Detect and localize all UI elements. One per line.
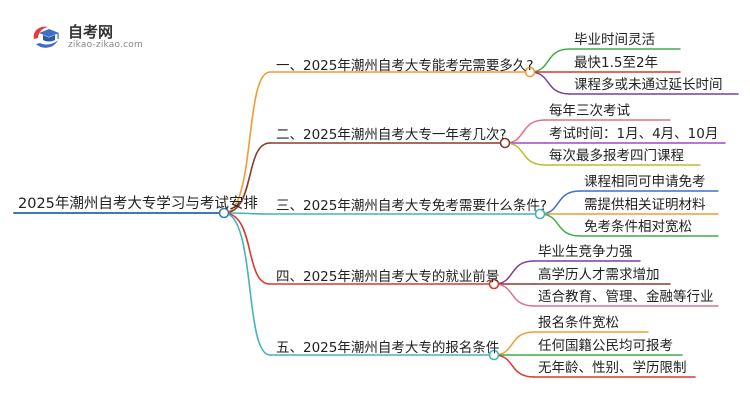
branch-5-child-2[interactable]: 任何国籍公民均可报考 bbox=[538, 338, 673, 354]
root-collapse-toggle[interactable] bbox=[218, 207, 230, 219]
branch-4-child-2[interactable]: 高学历人才需求增加 bbox=[538, 267, 660, 283]
branch-3-child-1[interactable]: 课程相同可申请免考 bbox=[584, 174, 706, 190]
branch-1-child-3[interactable]: 课程多或未通过延长时间 bbox=[574, 77, 723, 93]
branch-connector bbox=[223, 212, 271, 356]
child-connector bbox=[493, 354, 535, 378]
logo-name: 自考网 bbox=[68, 23, 114, 41]
branch-node-1[interactable]: 一、2025年潮州自考大专能考完需要多久? bbox=[276, 58, 534, 74]
child-connector bbox=[539, 213, 581, 237]
child-connector bbox=[504, 142, 546, 166]
branch-2-child-1[interactable]: 每年三次考试 bbox=[549, 103, 630, 119]
graduation-cap-icon bbox=[33, 26, 59, 48]
child-connector bbox=[493, 283, 535, 307]
branch-node-3[interactable]: 三、2025年潮州自考大专免考需要什么条件? bbox=[276, 198, 548, 214]
branch-5-child-1[interactable]: 报名条件宽松 bbox=[538, 315, 619, 331]
branch-5-child-3[interactable]: 无年龄、性别、学历限制 bbox=[538, 360, 687, 376]
branch-1-collapse-toggle[interactable] bbox=[524, 66, 536, 78]
branch-connector bbox=[223, 142, 271, 214]
site-logo[interactable]: 自考网 zikao-zikao.com bbox=[30, 22, 190, 52]
child-connector bbox=[493, 331, 535, 356]
branch-5-collapse-toggle[interactable] bbox=[488, 349, 500, 361]
branch-node-5[interactable]: 五、2025年潮州自考大专的报名条件 bbox=[276, 340, 500, 356]
branch-2-child-2[interactable]: 考试时间：1月、4月、10月 bbox=[549, 126, 719, 142]
branch-3-child-3[interactable]: 免考条件相对宽松 bbox=[584, 219, 692, 235]
branch-3-collapse-toggle[interactable] bbox=[534, 208, 546, 220]
branch-connector bbox=[223, 212, 271, 215]
branch-4-collapse-toggle[interactable] bbox=[488, 278, 500, 290]
branch-node-4[interactable]: 四、2025年潮州自考大专的就业前景 bbox=[276, 269, 500, 285]
child-connector bbox=[529, 71, 571, 95]
branch-2-collapse-toggle[interactable] bbox=[499, 137, 511, 149]
branch-3-child-2[interactable]: 需提供相关证明材料 bbox=[584, 197, 706, 213]
child-connector bbox=[529, 48, 571, 73]
branch-node-2[interactable]: 二、2025年潮州自考大专一年考几次? bbox=[276, 127, 507, 143]
branch-connector bbox=[223, 71, 271, 214]
branch-2-child-3[interactable]: 每次最多报考四门课程 bbox=[549, 148, 684, 164]
logo-url: zikao-zikao.com bbox=[68, 40, 143, 50]
child-connector bbox=[504, 119, 546, 144]
branch-connector bbox=[223, 212, 271, 285]
branch-1-child-1[interactable]: 毕业时间灵活 bbox=[574, 32, 655, 48]
root-node-label[interactable]: 2025年潮州自考大专学习与考试安排 bbox=[18, 196, 258, 212]
branch-1-child-2[interactable]: 最快1.5至2年 bbox=[574, 55, 659, 71]
branch-4-child-3[interactable]: 适合教育、管理、金融等行业 bbox=[538, 289, 714, 305]
child-connector bbox=[493, 260, 535, 285]
branch-4-child-1[interactable]: 毕业生竞争力强 bbox=[538, 244, 633, 260]
